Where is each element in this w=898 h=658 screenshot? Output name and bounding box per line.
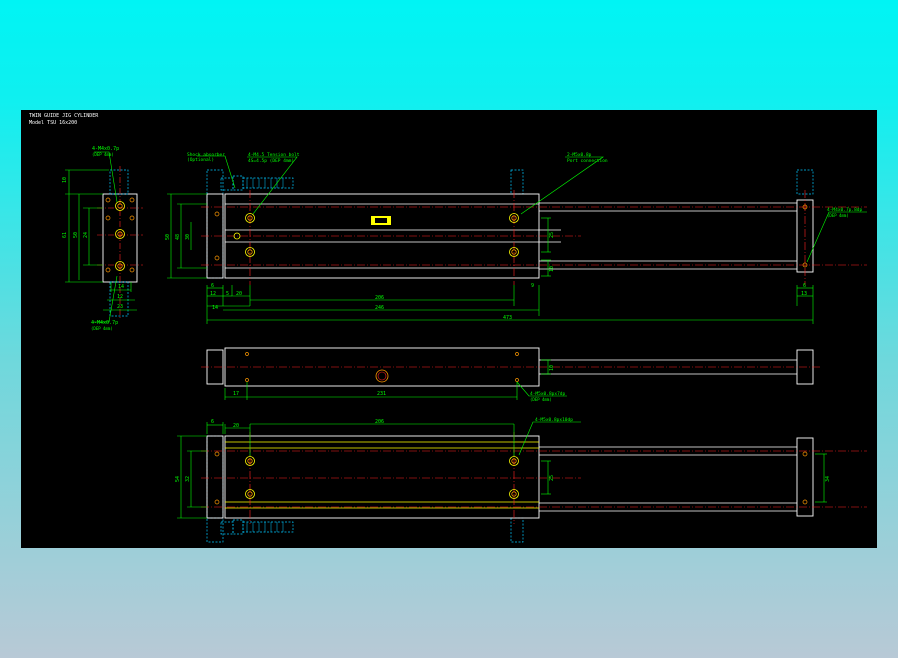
side-callout-top-sub: (DEP 4mm) — [92, 152, 114, 157]
mid-dim-231: 231 — [377, 391, 386, 397]
side-dim-14: 14 — [118, 284, 124, 290]
callout-bolt: 4-M4.5 Tension bolt — [248, 152, 300, 158]
side-dim-50: 50 — [73, 232, 79, 238]
side-callout-bottom-sub: (DEP 4mm) — [91, 326, 113, 331]
bottom-dim-32: 32 — [185, 476, 191, 482]
top-view: Shock absorber (Optional) 4-M4.5 Tension… — [165, 152, 867, 324]
bottom-dim-34: 34 — [825, 476, 831, 482]
callout-rod-end: 4-M4x0.7p.8dp — [827, 207, 863, 213]
top-dim-50: 50 — [165, 234, 171, 240]
cad-drawing: 4-M4x0.7p (DEP 4mm) 4-M4x0.7p (DEP 4mm) … — [62, 146, 867, 543]
drawing-model: Model TSU 16x200 — [29, 120, 78, 126]
drawing-title: TWIN GUIDE JIG CYLINDER — [29, 113, 99, 119]
top-dim-48: 48 — [175, 234, 181, 240]
side-callout-top: 4-M4x0.7p — [92, 146, 119, 152]
bottom-dim-25: 25 — [549, 475, 555, 481]
side-hidden-top — [109, 169, 129, 195]
callout-bolt-sub: 4S=4.5p (DEP 4mm) — [248, 158, 294, 164]
side-view: 4-M4x0.7p (DEP 4mm) 4-M4x0.7p (DEP 4mm) … — [62, 146, 143, 331]
side-dim-12: 12 — [117, 294, 123, 300]
callout-mid-sub: (DEP 4mm) — [530, 397, 552, 402]
callout-port-sub: Port connection — [567, 158, 608, 164]
top-dim-9: 9 — [531, 283, 534, 289]
bottom-dim-206: 206 — [375, 419, 384, 425]
top-dim-14: 14 — [212, 305, 218, 311]
side-hidden-bottom — [109, 281, 129, 317]
bottom-dim-54: 54 — [175, 476, 181, 482]
bottom-dim-20: 20 — [233, 423, 239, 429]
middle-view: 17 231 10 4-M5x0.8px7dp (DEP 4mm) — [201, 347, 821, 402]
callout-shock-sub: (Optional) — [187, 157, 214, 163]
top-dim-6: 6 — [211, 283, 214, 289]
top-dim-25: 25 — [549, 232, 555, 238]
callout-mid: 4-M5x0.8px7dp — [530, 391, 566, 397]
top-dim-30: 30 — [185, 234, 191, 240]
top-dim-246: 246 — [375, 305, 384, 311]
top-dim-206: 206 — [375, 295, 384, 301]
top-dim-r13: 13 — [801, 291, 807, 297]
top-dim-20: 20 — [236, 291, 242, 297]
callout-rod-end-sub: (DEP 4mm) — [827, 213, 849, 218]
side-dim-24: 24 — [83, 232, 89, 238]
mid-dim-10: 10 — [549, 365, 555, 371]
callout-port: 2-M5x0.8p — [567, 152, 592, 158]
top-dim-10: 10 — [549, 266, 555, 272]
bottom-view: 6 20 206 54 32 25 34 4-M5x0.8px10dp — [175, 417, 867, 543]
cad-viewport[interactable]: TWIN GUIDE JIG CYLINDER Model TSU 16x200 — [21, 110, 877, 548]
mid-dim-17: 17 — [233, 391, 239, 397]
side-dim-23: 23 — [117, 304, 123, 310]
bottom-dim-6: 6 — [211, 419, 214, 425]
top-dim-473: 473 — [503, 315, 512, 321]
callout-bottom: 4-M5x0.8px10dp — [535, 417, 573, 423]
top-dim-r6: 6 — [803, 283, 806, 289]
port-circle — [375, 369, 389, 383]
top-dim-12: 12 — [210, 291, 216, 297]
side-dim-top: 10 — [62, 177, 68, 183]
side-callout-bottom: 4-M4x0.7p — [91, 320, 118, 326]
side-dim-61: 61 — [62, 232, 68, 238]
top-dim-5: 5 — [226, 291, 229, 297]
callout-shock: Shock absorber — [187, 152, 225, 158]
